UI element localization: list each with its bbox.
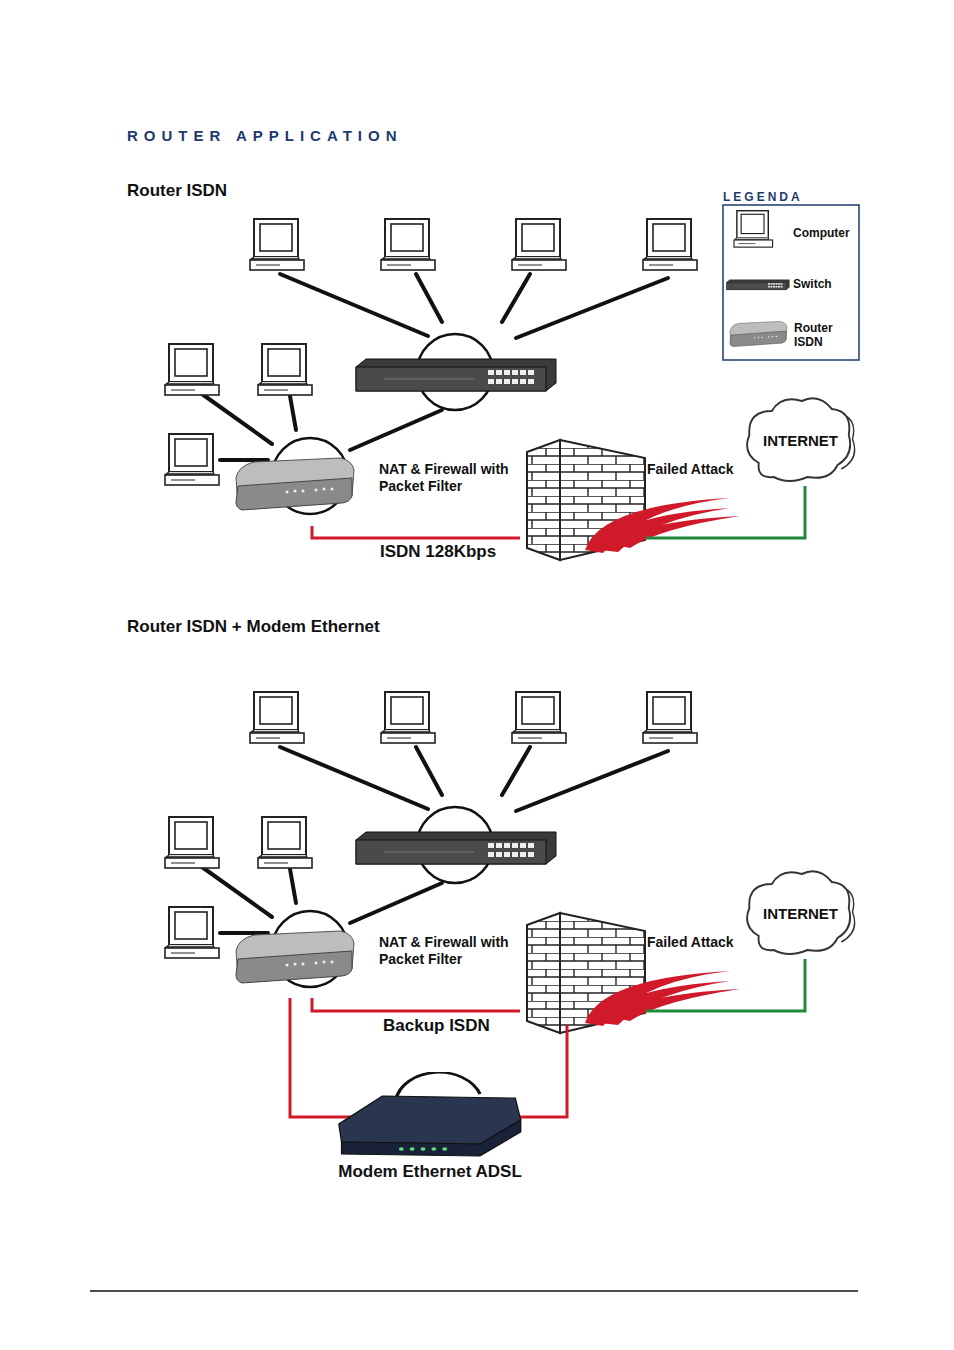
link-label: ISDN 128Kbps	[380, 542, 496, 562]
section-heading: Router ISDN + Modem Ethernet	[127, 617, 380, 637]
page-title: ROUTER APPLICATION	[127, 127, 403, 145]
legend-text: Switch	[793, 277, 832, 291]
link-label: Backup ISDN	[383, 1016, 490, 1036]
legend-text: Computer	[793, 226, 850, 240]
attack-label: Failed Attack	[647, 934, 734, 951]
device-note: NAT & Firewall with Packet Filter	[379, 934, 529, 968]
internet-cloud: INTERNET	[740, 393, 860, 487]
legend-heading: LEGENDA	[723, 190, 803, 204]
legend-text: Router ISDN	[794, 321, 854, 350]
device-note: NAT & Firewall with Packet Filter	[379, 461, 529, 495]
section-heading: Router ISDN	[127, 181, 227, 201]
cloud-label: INTERNET	[763, 905, 838, 922]
device-label: Modem Ethernet ADSL	[338, 1162, 522, 1182]
adsl-modem: Modem Ethernet ADSL	[328, 1072, 532, 1184]
internet-cloud: INTERNET	[740, 866, 860, 960]
attack-label: Failed Attack	[647, 461, 734, 478]
cloud-label: INTERNET	[763, 432, 838, 449]
